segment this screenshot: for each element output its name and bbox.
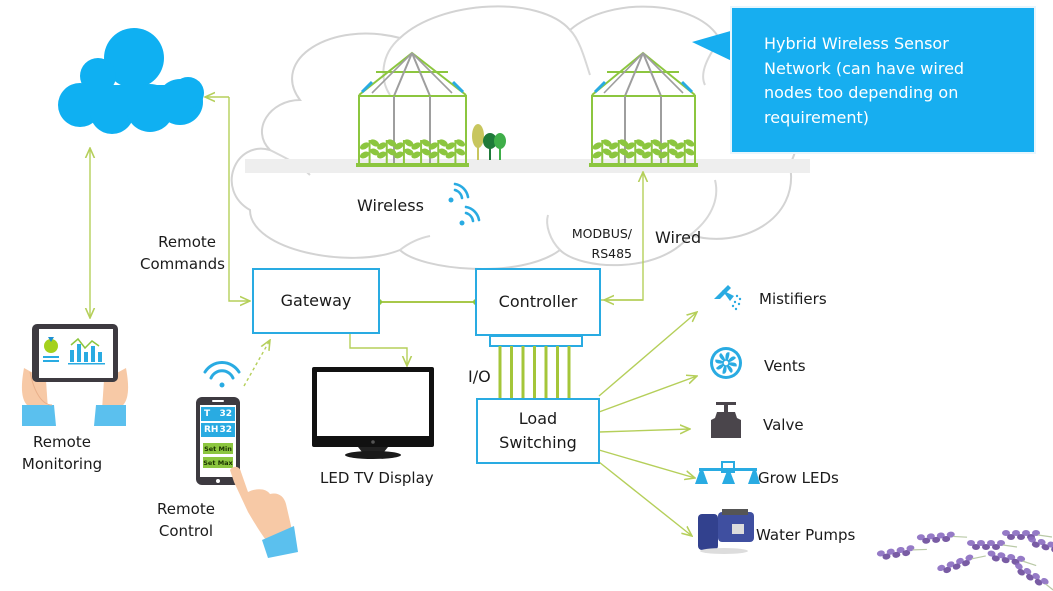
mistifier-icon [714,285,742,311]
lavender-sprig [967,540,1018,550]
output-label-grow-leds: Grow LEDs [758,469,839,487]
plant-icon [411,139,431,163]
remote-control-line2: Control [158,522,214,540]
gateway-controller-link [376,299,479,305]
wireless-signal-icon [448,182,481,226]
phone-temp-label: T [204,409,211,419]
output-label-water-pumps: Water Pumps [756,526,856,544]
wired-label: Wired [655,228,702,247]
modbus-label-line2: RS485 [591,246,632,261]
load-switching-line2: Switching [499,433,577,452]
remote-control-label: Remote Control [146,498,226,542]
plant-icon [642,139,662,163]
lavender-sprig [1002,530,1053,540]
remote-control-line1: Remote [157,500,215,518]
io-label: I/O [468,367,491,386]
plant-icon [428,139,448,163]
plant-icon [592,139,612,163]
ground-band [245,159,810,173]
led-tv-icon [312,367,434,459]
valve-icon [711,402,741,438]
output-label-valve: Valve [763,416,804,434]
plant-icon [445,139,466,163]
modbus-label: MODBUS/ RS485 [560,224,632,264]
lavender-sprig [1028,536,1053,553]
phone-set-min-button: Set Min [204,444,232,453]
greenhouse-wireless [356,51,469,167]
wifi-icon [203,361,241,388]
controller-block: Controller [475,268,601,336]
internet-cloud-icon [58,28,204,134]
output-label-mistifiers: Mistifiers [759,290,827,308]
phone-temp-row: T 32 [201,407,235,421]
plant-icon [359,139,380,163]
remote-commands-line2: Commands [140,255,225,273]
fan-icon [710,347,742,379]
plant-icon [609,139,629,163]
lavender-decoration [876,530,1053,591]
wireless-label: Wireless [357,196,424,215]
pointing-hand-icon [230,466,298,558]
phone-rh-value: 32 [219,425,232,435]
plants-left [359,139,466,163]
remote-commands-label: Remote Commands [140,231,225,275]
remote-commands-line1: Remote [158,233,216,251]
tablet-monitoring-icon [21,324,129,426]
lavender-sprig [916,531,968,544]
phone-temp-value: 32 [219,409,232,419]
connector-lines [90,97,697,536]
load-switching-line1: Load [518,409,558,428]
lavender-sprig [937,554,986,574]
plant-icon [377,139,397,163]
gateway-block: Gateway [252,268,380,334]
lavender-sprig [987,550,1037,567]
output-label-vents: Vents [764,357,806,375]
callout-pointer [692,30,734,62]
plants-right [592,139,695,163]
load-switching-block: Load Switching [476,398,600,464]
smartphone-control-icon [196,397,240,485]
io-bus-lines [498,346,571,398]
water-pump-icon [698,509,754,554]
remote-monitoring-line2: Monitoring [21,455,103,473]
io-port-strip [489,335,583,347]
trees-icon [472,124,506,160]
plant-icon [394,139,414,163]
phone-rh-label: RH [204,425,219,435]
modbus-label-line1: MODBUS/ [571,226,632,241]
grow-led-icon [695,461,760,484]
led-tv-label: LED TV Display [320,469,434,487]
lavender-sprig [1015,562,1053,591]
phone-rh-row: RH 32 [201,423,235,437]
remote-monitoring-label: Remote Monitoring [4,431,120,475]
plant-icon [658,139,678,163]
lavender-sprig [876,545,927,560]
phone-set-max-button: Set Max [203,458,233,467]
plant-icon [625,139,645,163]
plant-icon [675,139,695,163]
hybrid-network-callout: Hybrid Wireless Sensor Network (can have… [732,8,1034,152]
remote-monitoring-line1: Remote [33,433,91,451]
